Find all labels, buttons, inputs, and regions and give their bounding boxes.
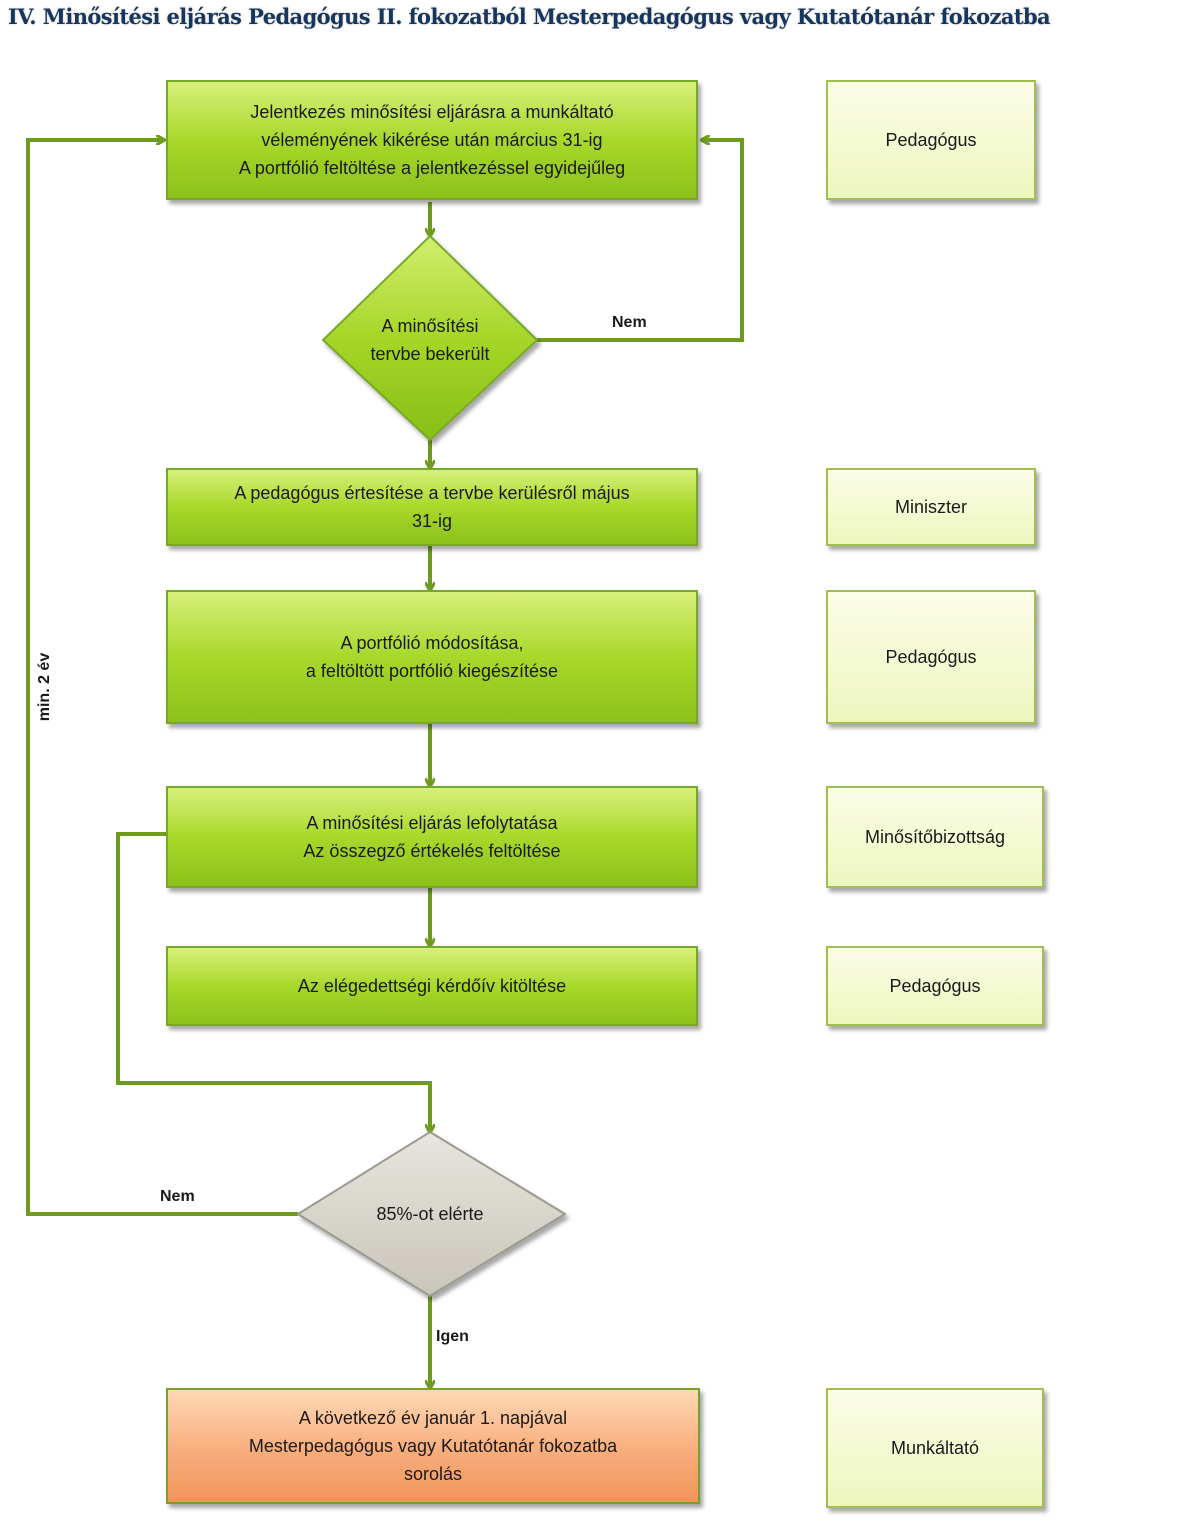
role-box-6-text: Munkáltató	[890, 1438, 980, 1458]
arrow-d1-nem-loop	[537, 140, 744, 342]
arrow-d2-nem-loop	[26, 140, 298, 1216]
role-box-6: Munkáltató	[826, 1388, 1044, 1508]
step-application-text: Jelentkezés minősítési eljárásra a munká…	[238, 102, 626, 178]
decision-in-plan-text: A minősítési tervbe bekerült	[343, 300, 517, 380]
arrow-s4-d2	[116, 832, 430, 1132]
role-box-3-text: Pedagógus	[885, 647, 977, 667]
step-notification: A pedagógus értesítése a tervbe kerülésr…	[166, 468, 698, 546]
label-nem-plan: Nem	[612, 314, 647, 331]
step-qualification-procedure: A minősítési eljárás lefolytatása Az öss…	[166, 786, 698, 888]
step-final-classification: A következő év január 1. napjával Mester…	[166, 1388, 700, 1504]
step-qualification-procedure-text: A minősítési eljárás lefolytatása Az öss…	[303, 813, 561, 861]
role-box-1: Pedagógus	[826, 80, 1036, 200]
step-satisfaction-survey: Az elégedettségi kérdőív kitöltése	[166, 946, 698, 1026]
role-box-1-text: Pedagógus	[885, 130, 977, 150]
decision-diamond-1	[321, 234, 539, 442]
label-igen: Igen	[436, 1328, 469, 1345]
role-box-4: Minősítőbizottság	[826, 786, 1044, 888]
role-box-2-text: Miniszter	[894, 497, 967, 517]
step-portfolio-modification: A portfólió módosítása, a feltöltött por…	[166, 590, 698, 724]
step-final-classification-text: A következő év január 1. napjával Mester…	[248, 1408, 618, 1484]
role-box-2: Miniszter	[826, 468, 1036, 546]
decision-85-text: 85%-ot elérte	[330, 1194, 530, 1234]
role-box-5-text: Pedagógus	[889, 976, 981, 996]
decision-diamond-2	[296, 1130, 567, 1298]
decision-in-plan-label: A minősítési tervbe bekerült	[370, 316, 490, 364]
step-notification-text: A pedagógus értesítése a tervbe kerülésr…	[234, 483, 630, 531]
step-portfolio-modification-text: A portfólió módosítása, a feltöltött por…	[305, 633, 559, 681]
label-min-2-ev: min. 2 év	[36, 652, 53, 722]
role-box-5: Pedagógus	[826, 946, 1044, 1026]
decision-85-label: 85%-ot elérte	[376, 1204, 484, 1224]
role-box-3: Pedagógus	[826, 590, 1036, 724]
step-satisfaction-survey-text: Az elégedettségi kérdőív kitöltése	[297, 976, 567, 996]
diagram-title: IV. Minősítési eljárás Pedagógus II. fok…	[8, 4, 1051, 29]
label-nem-85: Nem	[160, 1188, 195, 1205]
role-box-4-text: Minősítőbizottság	[864, 827, 1006, 847]
step-application: Jelentkezés minősítési eljárásra a munká…	[166, 80, 698, 200]
